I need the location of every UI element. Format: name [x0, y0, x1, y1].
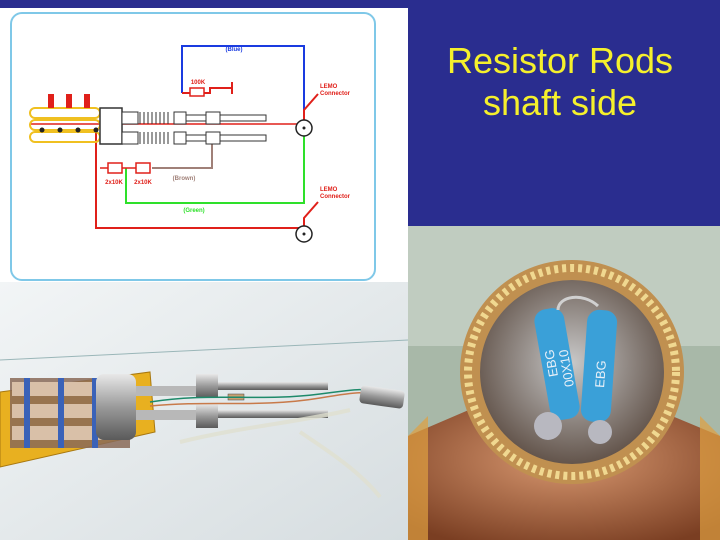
schematic-frame — [10, 12, 376, 281]
rod-assembly-photo — [0, 282, 408, 540]
slide-title: Resistor Rods shaft side — [410, 40, 710, 124]
resistor-mark-3: EBG — [592, 360, 609, 388]
label-2x10k-left: 2x10K — [105, 180, 123, 186]
resistor-mark-1: EBG — [541, 348, 561, 378]
label-green: (Green) — [183, 208, 204, 214]
slide-title-line2: shaft side — [482, 82, 638, 123]
resistor-2x10k-mid — [135, 162, 151, 174]
brown-wire — [152, 134, 213, 169]
red-wire-bottom — [95, 128, 304, 229]
resistor-2x10k-left — [107, 162, 123, 174]
label-brown: (Brown) — [173, 176, 196, 182]
resistor-100k — [189, 87, 205, 97]
central-block — [99, 107, 123, 145]
resistor-end-photo: EBG 00X10 EBG — [408, 226, 720, 540]
resistor-mark-2: 00X10 — [556, 348, 577, 388]
label-lemo-1-line1: LEMO — [320, 84, 338, 90]
blue-wire — [181, 45, 305, 120]
label-lemo-2-line2: Connector — [320, 194, 351, 200]
blue-resistors — [534, 308, 618, 423]
label-lemo-1-line2: Connector — [320, 91, 351, 97]
label-blue: (Blue) — [226, 47, 243, 53]
label-100k: 100K — [191, 80, 206, 86]
label-2x10k-mid: 2x10K — [134, 180, 152, 186]
slide-title-line1: Resistor Rods — [446, 40, 674, 81]
yellow-rods — [29, 107, 101, 143]
label-lemo-2-line1: LEMO — [320, 187, 338, 193]
schematic-panel: (Blue) 100K 2x10K 2x10K (Brown) (Green) … — [0, 8, 408, 282]
green-wire — [125, 134, 305, 204]
springs — [139, 112, 169, 144]
schematic-diagram: (Blue) 100K 2x10K 2x10K (Brown) (Green) … — [29, 45, 351, 243]
